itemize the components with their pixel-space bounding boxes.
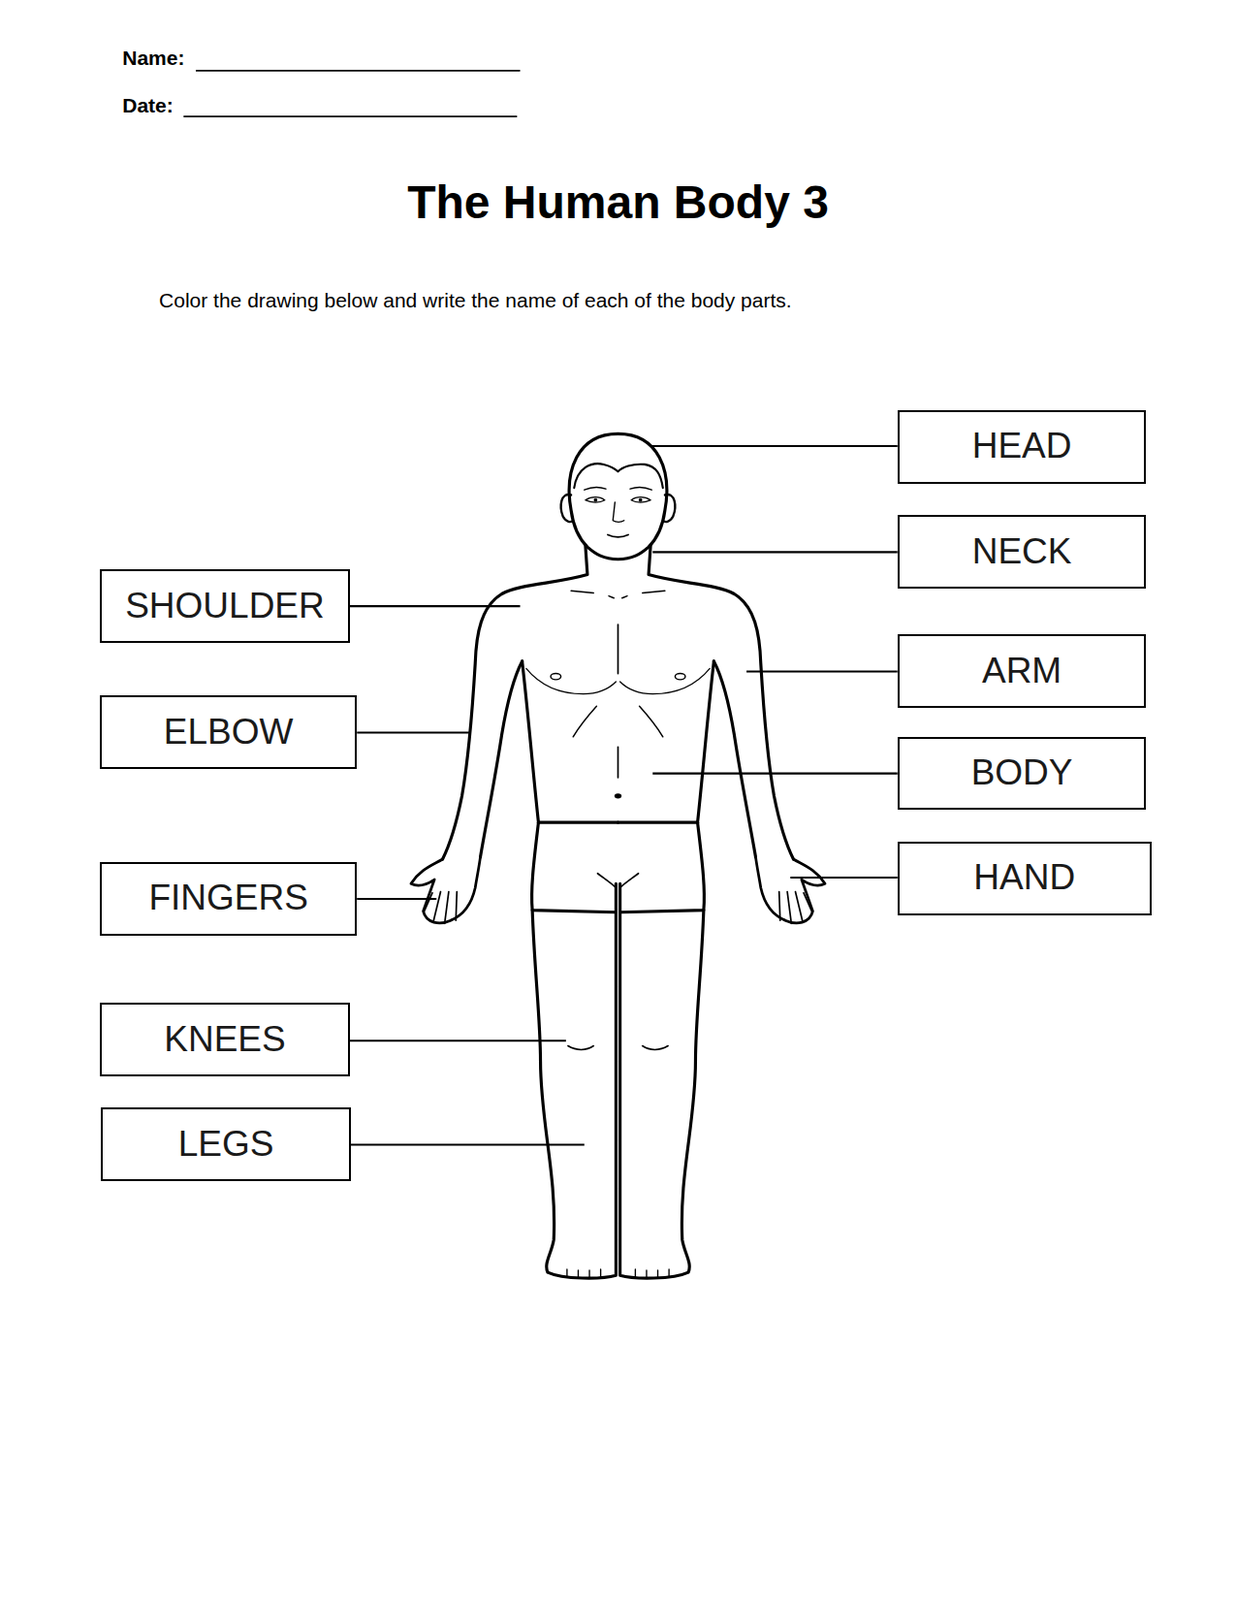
leg xyxy=(532,883,616,1278)
hand xyxy=(411,856,481,923)
leader-line xyxy=(349,1039,567,1042)
shorts xyxy=(532,822,617,913)
body-part-label: LEGS xyxy=(178,1124,275,1165)
body-figure xyxy=(411,433,825,1278)
label-box: SHOULDER xyxy=(99,569,350,643)
nose xyxy=(612,502,625,523)
outer-arm xyxy=(443,544,588,859)
toe-line xyxy=(567,1268,602,1278)
answer-blank xyxy=(195,69,521,72)
hairline xyxy=(573,463,664,488)
body-half xyxy=(618,544,826,1278)
label-box: NECK xyxy=(897,514,1147,589)
label-box: ELBOW xyxy=(99,695,357,769)
shorts-seam xyxy=(597,873,616,888)
eye xyxy=(631,497,651,504)
body-part-label: KNEES xyxy=(163,1019,286,1060)
body-part-label: SHOULDER xyxy=(125,586,325,627)
body-part-label: ELBOW xyxy=(163,712,294,753)
nipple xyxy=(550,673,562,680)
label-box: KNEES xyxy=(99,1002,350,1077)
eyebrow xyxy=(584,487,606,491)
body-part-label: HAND xyxy=(973,857,1076,898)
torso-side xyxy=(522,661,539,823)
knee-mark xyxy=(568,1045,594,1050)
chest-line xyxy=(526,667,617,694)
name-field: Name: xyxy=(122,46,185,70)
leader-line xyxy=(746,669,898,672)
leader-line xyxy=(356,731,470,734)
pupil xyxy=(638,498,643,503)
answer-blank xyxy=(183,115,517,118)
finger-line xyxy=(424,891,458,924)
eyebrow xyxy=(630,487,652,491)
leader-line xyxy=(790,876,897,879)
pupil xyxy=(593,498,598,503)
mouth xyxy=(607,534,629,537)
ear xyxy=(663,494,676,522)
center-line xyxy=(617,624,620,778)
body-part-label: HEAD xyxy=(972,426,1073,467)
body-part-label: ARM xyxy=(982,651,1062,692)
ear xyxy=(561,494,574,522)
label-box: HEAD xyxy=(897,410,1147,484)
label-box: ARM xyxy=(897,633,1147,708)
body-part-label: NECK xyxy=(972,532,1073,572)
leader-line xyxy=(349,604,521,607)
leader-line xyxy=(632,444,898,447)
eye xyxy=(585,497,605,504)
navel xyxy=(614,792,622,798)
label-box: HAND xyxy=(897,841,1152,916)
collarbone xyxy=(570,590,614,598)
body-half xyxy=(411,544,619,1278)
leader-line xyxy=(652,550,897,553)
waistband xyxy=(538,821,618,824)
answer-blank xyxy=(183,70,520,117)
instruction-text: Color the drawing below and write the na… xyxy=(158,288,793,313)
worksheet-title: The Human Body 3 xyxy=(0,175,1236,229)
ab-line xyxy=(572,705,597,737)
label-box: LEGS xyxy=(100,1107,351,1181)
label-box: FINGERS xyxy=(99,861,357,936)
label-box: BODY xyxy=(897,736,1147,811)
body-part-label: FINGERS xyxy=(148,878,308,919)
leader-line xyxy=(356,897,437,900)
date-field: Date: xyxy=(122,94,174,118)
leader-line xyxy=(652,772,897,775)
inner-arm xyxy=(479,661,522,857)
head-outline xyxy=(569,433,667,559)
body-part-label: BODY xyxy=(971,753,1074,793)
